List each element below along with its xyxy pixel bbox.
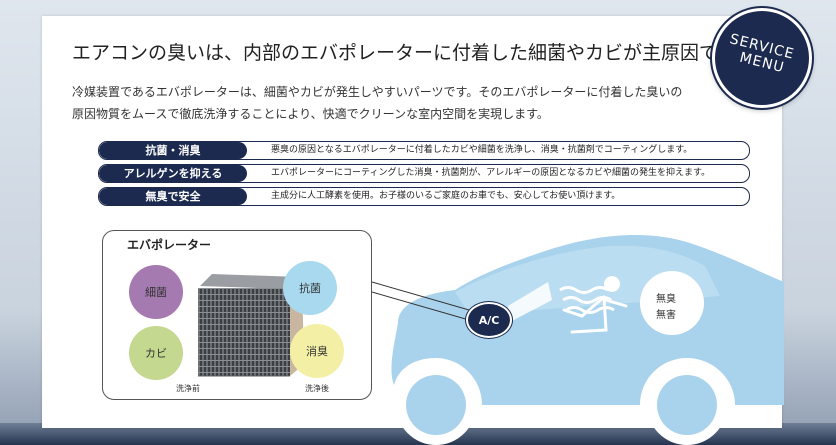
bacteria-circle: 細菌: [129, 265, 183, 319]
evaporator-title: エバポレーター: [127, 238, 212, 252]
odorless-label: 無臭: [656, 294, 676, 305]
rear-wheel-hub: [657, 375, 717, 435]
antibacterial-circle: 抗菌: [283, 261, 337, 315]
feature-row-allergen: アレルゲンを抑える エバポレーターにコーティングした消臭・抗菌剤が、アレルギーの…: [98, 164, 750, 183]
feature-row-antibacterial: 抗菌・消臭 悪臭の原因となるエバポレーターに付着したカビや細菌を洗浄し、消臭・抗…: [98, 141, 750, 160]
after-wash-caption: 洗浄後: [305, 384, 329, 393]
lead-line-2: 原因物質をムースで徹底洗浄することにより、快適でクリーンな室内空間を実現します。: [72, 107, 549, 121]
feature-label: アレルゲンを抑える: [99, 165, 247, 182]
headline: エアコンの臭いは、内部のエバポレーターに付着した細菌やカビが主原因です。: [72, 42, 755, 64]
air-wave-1: [559, 286, 609, 294]
feature-label: 抗菌・消臭: [99, 142, 247, 159]
feature-desc: 主成分に人工酵素を使用。お子様のいるご家庭のお車でも、安心してお使い頂けます。: [271, 191, 621, 201]
callout-line-top: [371, 281, 477, 313]
air-flow-cone: [508, 282, 552, 322]
lead-line-1: 冷媒装置であるエバポレーターは、細菌やカビが発生しやすいパーツです。そのエバポレ…: [72, 85, 683, 99]
mold-circle: カビ: [129, 326, 183, 380]
service-menu-badge: SERVICE MENU: [712, 8, 812, 108]
harmless-label: 無害: [656, 310, 676, 321]
ac-badge: A/C: [466, 302, 512, 338]
core-top: [200, 274, 300, 289]
front-wheel-hub: [406, 375, 466, 435]
passenger-icon: [562, 276, 628, 334]
deodorize-circle: 消臭: [290, 324, 344, 378]
feature-label: 無臭で安全: [99, 188, 247, 205]
before-wash-caption: 洗浄前: [176, 384, 200, 393]
odorless-bubble: [640, 271, 704, 335]
feature-desc: エバポレーターにコーティングした消臭・抗菌剤が、アレルギーの原因となるカビや細菌…: [271, 168, 711, 178]
core-front: [198, 288, 290, 376]
feature-desc: 悪臭の原因となるエバポレーターに付着したカビや細菌を洗浄し、消臭・抗菌剤でコーテ…: [271, 145, 693, 155]
callout-line-bottom: [371, 291, 477, 323]
feature-row-safe: 無臭で安全 主成分に人工酵素を使用。お子様のいるご家庭のお車でも、安心してお使い…: [98, 187, 750, 206]
